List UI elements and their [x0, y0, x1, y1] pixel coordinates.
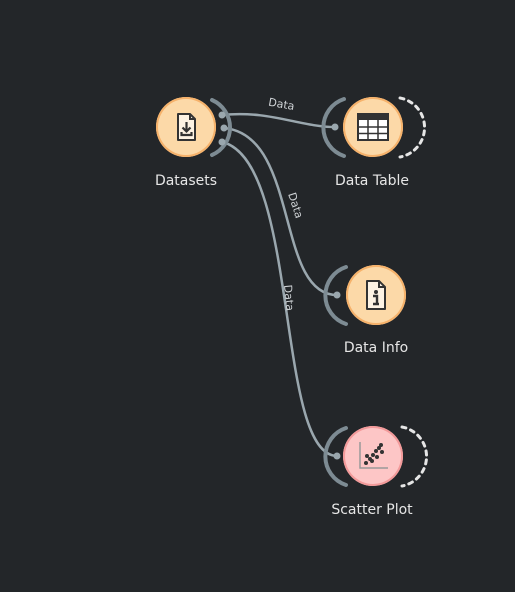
- node-data-info[interactable]: [346, 265, 406, 325]
- link-label-scatter-plot: Data: [281, 284, 296, 311]
- node-datasets[interactable]: [156, 97, 216, 157]
- node-label-data-info: Data Info: [343, 340, 409, 356]
- data-info-input-anchor[interactable]: [323, 265, 348, 326]
- link-datasets-data-info[interactable]: [223, 126, 338, 297]
- scatter-plot-input-anchor[interactable]: [323, 426, 348, 487]
- node-label-scatter-plot: Scatter Plot: [331, 502, 413, 518]
- node-data-table[interactable]: [343, 97, 403, 157]
- scatter-plot-output-anchor[interactable]: [400, 425, 428, 488]
- link-datasets-data-table[interactable]: [221, 112, 336, 129]
- link-datasets-scatter-plot[interactable]: [221, 140, 338, 458]
- link-label-data-table: Data: [267, 96, 295, 113]
- table-grid-icon: [356, 112, 390, 142]
- node-label-data-table: Data Table: [334, 173, 410, 189]
- data-table-output-anchor[interactable]: [398, 96, 426, 159]
- dataset-download-icon: [171, 111, 201, 143]
- info-document-icon: [362, 279, 390, 311]
- node-scatter-plot[interactable]: [343, 426, 403, 486]
- datasets-output-anchor[interactable]: [210, 98, 233, 157]
- scatter-plot-icon: [356, 440, 390, 472]
- data-table-input-anchor[interactable]: [321, 97, 346, 158]
- link-label-data-info: Data: [285, 191, 305, 220]
- node-label-datasets: Datasets: [154, 173, 218, 189]
